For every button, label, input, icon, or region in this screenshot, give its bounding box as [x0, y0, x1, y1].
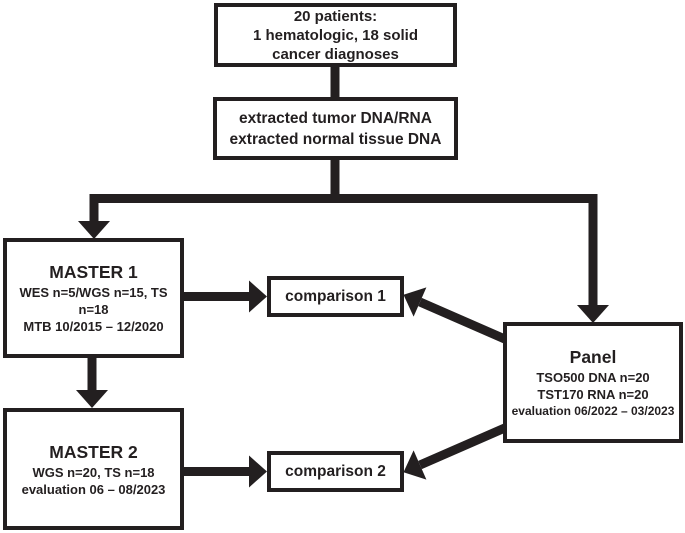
panel-box: Panel TSO500 DNA n=20 TST170 RNA n=20 ev…: [503, 322, 683, 443]
extraction-line-1: extracted tumor DNA/RNA: [239, 109, 432, 127]
master1-box: MASTER 1 WES n=5/WGS n=15, TS n=18 MTB 1…: [3, 238, 184, 358]
master1-line-1: WES n=5/WGS n=15, TS n=18: [19, 285, 168, 317]
arrow-panel-to-comparison2: [403, 422, 509, 480]
patients-box: 20 patients: 1 hematologic, 18 solid can…: [214, 3, 457, 67]
comparison2-label: comparison 2: [285, 462, 386, 480]
arrow-split-to-master1-and-panel: [78, 194, 609, 323]
panel-title: Panel: [569, 346, 617, 367]
master1-line-2: MTB 10/2015 – 12/2020: [23, 319, 164, 334]
master2-box: MASTER 2 WGS n=20, TS n=18 evaluation 06…: [3, 408, 184, 530]
panel-line-1: TSO500 DNA n=20: [536, 369, 650, 385]
patients-line-3: cancer diagnoses: [272, 45, 399, 63]
panel-line-3: evaluation 06/2022 – 03/2023: [511, 403, 675, 418]
master2-line-2: evaluation 06 – 08/2023: [21, 481, 166, 497]
comparison1-label: comparison 1: [285, 287, 386, 305]
master2-line-1: WGS n=20, TS n=18: [32, 464, 155, 480]
master1-title: MASTER 1: [49, 262, 138, 282]
panel-line-2: TST170 RNA n=20: [537, 386, 649, 402]
master2-title: MASTER 2: [49, 441, 138, 462]
patients-line-1: 20 patients:: [293, 7, 378, 25]
arrow-panel-to-comparison1: [403, 287, 509, 345]
patients-line-2: 1 hematologic, 18 solid: [252, 26, 419, 44]
comparison2-box: comparison 2: [267, 451, 404, 492]
comparison1-box: comparison 1: [267, 276, 404, 317]
extraction-box: extracted tumor DNA/RNA extracted normal…: [213, 97, 458, 160]
extraction-line-2: extracted normal tissue DNA: [229, 130, 442, 148]
